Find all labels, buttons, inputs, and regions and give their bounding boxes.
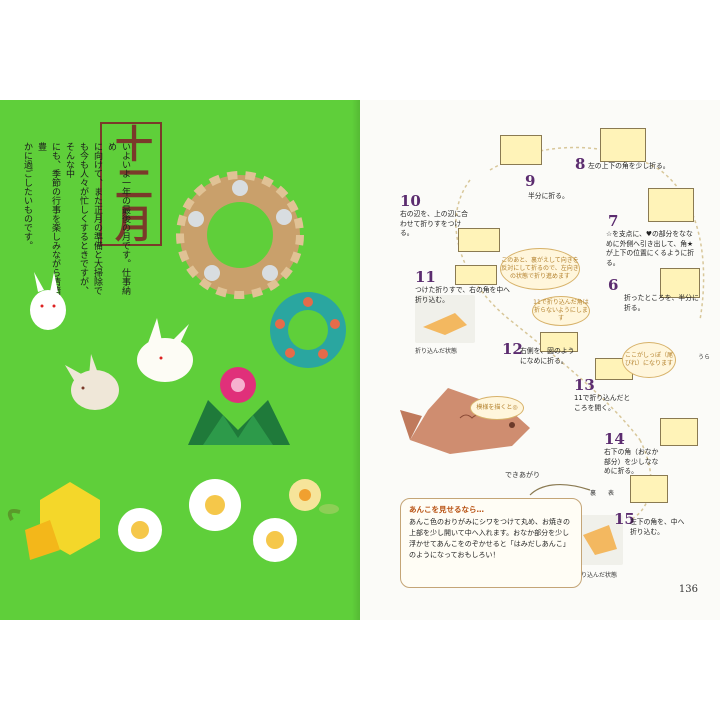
- gold-wreath: [176, 171, 304, 299]
- step-text-15: 左下の角を、中へ折り込む。: [630, 518, 685, 536]
- book-spread: 十二月 いよいよ一年の最後の月です。仕事納め に向けて、また正月の準備と大掃除で…: [0, 100, 720, 620]
- tip-bubble-reverse: このあと、裏がえして向きを反対にして折るので、左向きの状態で折り進めます: [500, 248, 580, 290]
- step-text-14: 右下の角（おなか部分）を少しななめに折る。: [604, 448, 659, 475]
- step-number-15: 15: [614, 510, 635, 528]
- step-text-12: 右側を、図のようになめに折る。: [520, 347, 575, 365]
- photo-step-11-shape: [423, 313, 467, 335]
- flower-3: [253, 518, 297, 562]
- month-title: 十二月: [108, 124, 154, 244]
- caption-folded-15: 折り込んだ状態: [575, 572, 618, 579]
- photo-step-15-shape: [583, 525, 617, 555]
- finished-taiyaki: [400, 388, 530, 454]
- step-number-6: 6: [608, 276, 619, 294]
- flower-2: [189, 479, 241, 531]
- note-body: あんこ色のおりがみにシワをつけて丸め、お焼きの上部を少し開いて中へ入れます。おな…: [409, 518, 570, 559]
- step-number-11: 11: [415, 268, 436, 286]
- rabbit-1: [30, 272, 66, 330]
- intro-line-1: いよいよ一年の最後の月です。仕事納め: [106, 142, 130, 295]
- caption-front: 表: [608, 490, 615, 497]
- right-page: 8 左の上下の角を少し折る。 9 半分に折る。 7 ☆を支点に、♥の部分をななめ…: [360, 100, 720, 620]
- step-number-10: 10: [400, 192, 421, 210]
- intro-text: いよいよ一年の最後の月です。仕事納め に向けて、また正月の準備と大掃除で も今も…: [20, 142, 132, 302]
- intro-line-5: かに過ごしたいものです。: [22, 142, 32, 250]
- tip-bubble-corner: 11で折り込んだ角は折らないようにします: [532, 296, 590, 326]
- origami-photo: [7, 171, 346, 562]
- page-number: 136: [678, 584, 698, 595]
- step-number-14: 14: [604, 430, 625, 448]
- tip-bubble-tail: ここがしっぽ（尾びれ）になります: [622, 342, 676, 378]
- month-title-box: 十二月: [100, 122, 162, 246]
- diagram-12: [540, 332, 578, 352]
- step-number-13: 13: [574, 376, 595, 394]
- pine-ornament: [188, 367, 290, 445]
- diagram-11: [455, 265, 497, 285]
- step-text-11: つけた折りすで、右の角を中へ折り込む。: [415, 286, 510, 304]
- diagram-6: [660, 268, 700, 298]
- intro-line-4: にも、季節の行事を楽しみながら情緒豊: [36, 142, 60, 295]
- diagram-9: [500, 135, 542, 165]
- step-text-8: 左の上下の角を少し折る。: [588, 162, 670, 170]
- flower-4: [289, 479, 339, 514]
- step-text-13: 11で折り込んだところを開く。: [574, 394, 631, 412]
- step-number-7: 7: [608, 212, 619, 230]
- diagram-10: [458, 228, 500, 252]
- teal-wreath: [270, 292, 346, 368]
- diagram-15: [630, 475, 668, 503]
- rabbit-3: [65, 354, 119, 410]
- rabbit-2: [137, 318, 193, 382]
- left-page: 十二月 いよいよ一年の最後の月です。仕事納め に向けて、また正月の準備と大掃除で…: [0, 100, 360, 620]
- anko-note-box: あんこを見せるなら… あんこ色のおりがみにシワをつけて丸め、お焼きの上部を少し開…: [400, 498, 582, 588]
- caption-folded-11: 折り込んだ状態: [415, 348, 458, 355]
- step-number-8: 8: [575, 155, 586, 173]
- diagram-7: [648, 188, 694, 222]
- tip-bubble-pattern: 模様を描くと◎: [470, 396, 524, 420]
- step-number-9: 9: [525, 172, 536, 190]
- caption-back: 裏: [590, 490, 597, 497]
- diagram-14: [660, 418, 698, 446]
- flower-1: [118, 508, 162, 552]
- yuzu-group: [7, 482, 100, 560]
- note-title: あんこを見せるなら…: [409, 505, 484, 514]
- step-text-10: 右の辺を、上の辺に合わせて折りすをつける。: [400, 210, 468, 237]
- intro-line-3: も今も人々が忙しくするときですが、そんな中: [64, 142, 88, 295]
- intro-line-2: に向けて、また正月の準備と大掃除で: [92, 142, 102, 295]
- caption-done: できあがり: [505, 471, 540, 479]
- step-number-12: 12: [502, 340, 523, 358]
- diagram-8: [600, 128, 646, 162]
- caption-side-ura: うら: [698, 354, 711, 361]
- step-text-7: ☆を支点に、♥の部分をななめに外側へ引き出して、角★が上下の位置にくるように折る…: [606, 230, 695, 267]
- step-text-9: 半分に折る。: [528, 192, 569, 200]
- step-text-6: 折ったところを、半分に折る。: [624, 294, 699, 312]
